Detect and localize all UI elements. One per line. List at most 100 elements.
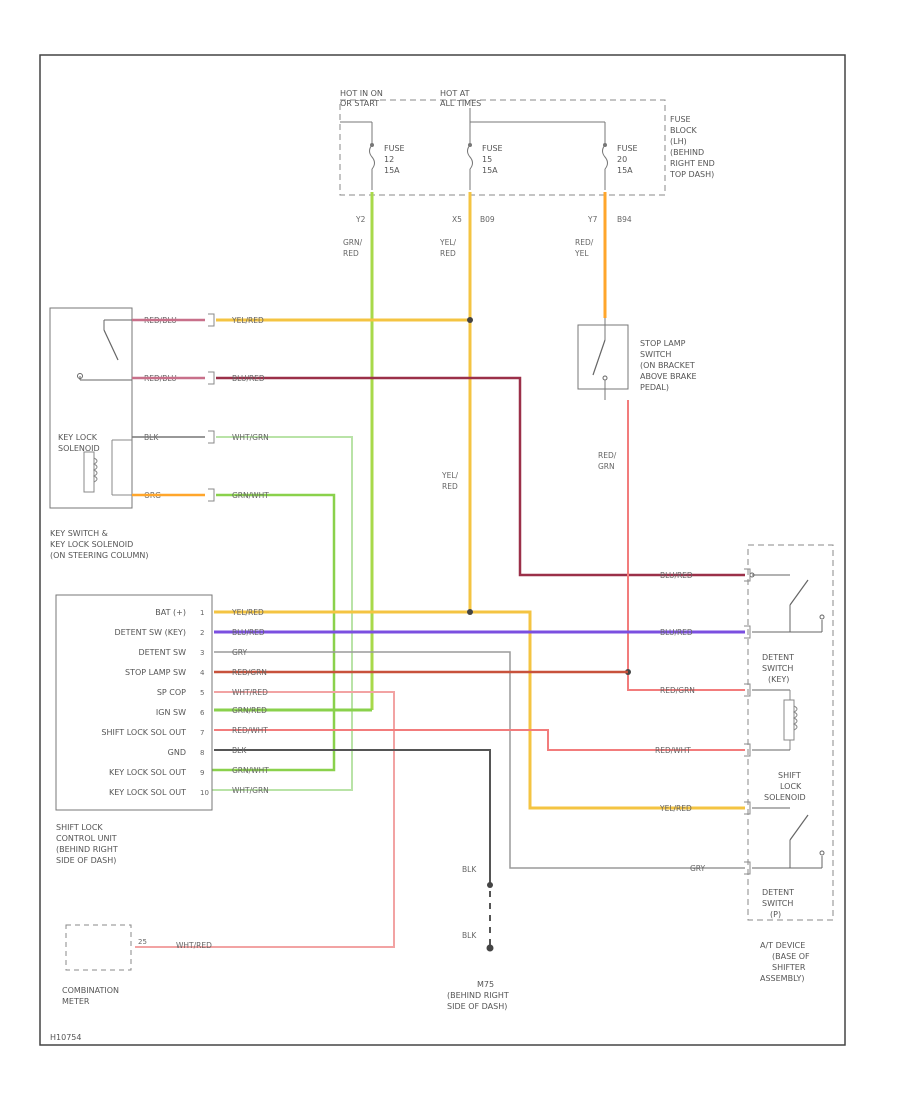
svg-text:GRY: GRY bbox=[690, 864, 706, 873]
footer-code: H10754 bbox=[50, 1033, 81, 1042]
key-lock-solenoid-label: KEY LOCK SOLENOID bbox=[58, 433, 100, 453]
hot-run-label: HOT IN ON bbox=[340, 89, 383, 98]
stop-lamp-switch-symbol bbox=[592, 318, 608, 400]
at-device-label: A/T DEVICE (BASE OF SHIFTER ASSEMBLY) bbox=[760, 941, 810, 983]
svg-text:RED/WHT: RED/WHT bbox=[232, 726, 268, 735]
svg-text:SIDE OF DASH): SIDE OF DASH) bbox=[447, 1002, 507, 1011]
shift-lock-solenoid-label: SHIFT LOCK SOLENOID bbox=[764, 771, 806, 802]
svg-text:COMBINATION: COMBINATION bbox=[62, 986, 119, 995]
svg-text:GRN/WHT: GRN/WHT bbox=[232, 491, 269, 500]
svg-text:WHT/RED: WHT/RED bbox=[232, 688, 268, 697]
svg-text:METER: METER bbox=[62, 997, 90, 1006]
control-unit-box bbox=[55, 594, 213, 811]
svg-text:BLU/RED: BLU/RED bbox=[660, 571, 693, 580]
wire-label-yel-red-top: YEL/ bbox=[439, 238, 456, 247]
svg-text:GRN: GRN bbox=[598, 462, 615, 471]
shift-lock-solenoid-symbol bbox=[752, 689, 798, 751]
svg-text:SWITCH: SWITCH bbox=[762, 899, 793, 908]
svg-text:(P): (P) bbox=[770, 910, 781, 919]
control-unit-pin-label: GND bbox=[168, 748, 186, 757]
control-unit-pin-label: STOP LAMP SW bbox=[125, 668, 186, 677]
svg-text:LOCK: LOCK bbox=[780, 782, 802, 791]
control-unit-pin-label: SHIFT LOCK SOL OUT bbox=[101, 728, 186, 737]
control-unit-pin-number: 10 bbox=[200, 789, 209, 797]
hot-all-label: HOT AT bbox=[440, 89, 470, 98]
stop-lamp-switch-label: STOP LAMP SWITCH (ON BRACKET ABOVE BRAKE… bbox=[640, 339, 697, 392]
svg-text:15A: 15A bbox=[384, 166, 400, 175]
control-unit-pin-label: DETENT SW bbox=[138, 648, 186, 657]
svg-text:BLOCK: BLOCK bbox=[670, 126, 698, 135]
svg-text:BLK: BLK bbox=[462, 931, 477, 940]
key-switch-symbol bbox=[77, 319, 132, 381]
control-unit-pin-number: 4 bbox=[200, 669, 205, 677]
key-lock-solenoid-coil bbox=[83, 439, 132, 496]
wire-blk-gnd bbox=[214, 749, 491, 945]
control-unit-pin-number: 1 bbox=[200, 609, 204, 617]
wire-label-red-yel-top: RED/ bbox=[575, 238, 594, 247]
svg-text:RED/WHT: RED/WHT bbox=[655, 746, 691, 755]
detent-switch-key-symbol bbox=[749, 572, 825, 633]
svg-text:RED/GRN: RED/GRN bbox=[660, 686, 695, 695]
svg-text:GRY: GRY bbox=[232, 648, 248, 657]
svg-text:(BASE OF: (BASE OF bbox=[772, 952, 810, 961]
detent-switch-p-label: DETENT SWITCH (P) bbox=[762, 888, 794, 919]
svg-text:(BEHIND RIGHT: (BEHIND RIGHT bbox=[56, 845, 118, 854]
hot-all-label-2: ALL TIMES bbox=[440, 99, 481, 108]
key-switch-title: KEY SWITCH & KEY LOCK SOLENOID (ON STEER… bbox=[50, 529, 148, 560]
svg-text:RIGHT END: RIGHT END bbox=[670, 159, 715, 168]
connector-b94: B94 bbox=[617, 215, 632, 224]
wire-label-red-grn-stop: RED/ bbox=[598, 451, 617, 460]
ground-label: M75 (BEHIND RIGHT SIDE OF DASH) bbox=[447, 980, 509, 1011]
svg-text:(ON BRACKET: (ON BRACKET bbox=[640, 361, 695, 370]
combination-meter-box bbox=[65, 924, 132, 971]
svg-text:A/T DEVICE: A/T DEVICE bbox=[760, 941, 805, 950]
control-unit-pin-number: 6 bbox=[200, 709, 205, 717]
svg-text:SHIFTER: SHIFTER bbox=[772, 963, 806, 972]
fuse-block-outline bbox=[339, 99, 666, 196]
svg-text:12: 12 bbox=[384, 155, 394, 164]
wire-yel-red-bat bbox=[214, 610, 745, 810]
svg-text:M75: M75 bbox=[477, 980, 494, 989]
svg-text:YEL/RED: YEL/RED bbox=[231, 608, 264, 617]
svg-text:PEDAL): PEDAL) bbox=[640, 383, 669, 392]
svg-text:FUSE: FUSE bbox=[670, 115, 691, 124]
svg-text:DETENT: DETENT bbox=[762, 653, 794, 662]
control-unit-pin-label: IGN SW bbox=[156, 708, 186, 717]
wire-red-grn-stop bbox=[627, 400, 745, 691]
svg-text:SOLENOID: SOLENOID bbox=[764, 793, 806, 802]
svg-text:BLU/RED: BLU/RED bbox=[660, 628, 693, 637]
wire-label-grn-red-top: GRN/ bbox=[343, 238, 363, 247]
control-unit-pin-number: 5 bbox=[200, 689, 204, 697]
svg-text:(ON STEERING COLUMN): (ON STEERING COLUMN) bbox=[50, 551, 148, 560]
svg-text:(LH): (LH) bbox=[670, 137, 687, 146]
svg-text:(BEHIND: (BEHIND bbox=[670, 148, 704, 157]
svg-text:(KEY): (KEY) bbox=[768, 675, 789, 684]
control-unit-pin-label: BAT (+) bbox=[155, 608, 186, 617]
svg-text:KEY SWITCH &: KEY SWITCH & bbox=[50, 529, 108, 538]
svg-text:SIDE OF DASH): SIDE OF DASH) bbox=[56, 856, 116, 865]
svg-text:FUSE: FUSE bbox=[617, 144, 638, 153]
wire-blu-red-ks bbox=[216, 376, 745, 577]
svg-text:KEY LOCK: KEY LOCK bbox=[58, 433, 98, 442]
fuse-20: FUSE 20 15A bbox=[602, 143, 638, 190]
svg-text:15: 15 bbox=[482, 155, 492, 164]
control-unit-pin-number: 9 bbox=[200, 769, 204, 777]
svg-text:WHT/GRN: WHT/GRN bbox=[232, 433, 269, 442]
control-unit-pin-label: KEY LOCK SOL OUT bbox=[109, 768, 186, 777]
svg-text:DETENT: DETENT bbox=[762, 888, 794, 897]
control-unit-pin-number: 3 bbox=[200, 649, 204, 657]
ks-connectors bbox=[208, 313, 215, 502]
svg-text:SHIFT LOCK: SHIFT LOCK bbox=[56, 823, 103, 832]
svg-text:20: 20 bbox=[617, 155, 627, 164]
ground-point bbox=[486, 944, 494, 952]
svg-text:15A: 15A bbox=[482, 166, 498, 175]
svg-text:WHT/RED: WHT/RED bbox=[176, 941, 212, 950]
svg-text:SWITCH: SWITCH bbox=[640, 350, 671, 359]
svg-text:GRN/WHT: GRN/WHT bbox=[232, 766, 269, 775]
at-device-connectors bbox=[744, 568, 751, 875]
control-unit-pin-number: 7 bbox=[200, 729, 204, 737]
svg-text:GRN/RED: GRN/RED bbox=[232, 706, 267, 715]
wire-red-wht-sol bbox=[214, 729, 745, 751]
svg-text:RED: RED bbox=[440, 249, 456, 258]
control-unit-pin-number: 2 bbox=[200, 629, 204, 637]
